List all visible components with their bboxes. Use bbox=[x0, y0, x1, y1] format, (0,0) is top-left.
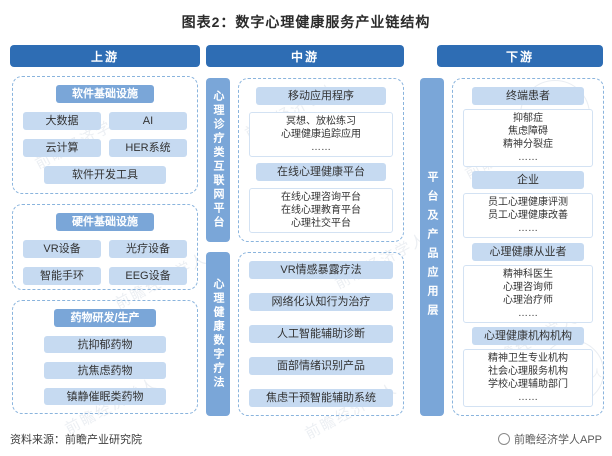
downstream-detail: 精神科医生 心理咨询师 心理治疗师 …… bbox=[463, 264, 593, 323]
downstream-item: 心理健康机构机构 bbox=[472, 326, 584, 345]
group-digital-therapy: VR情感暴露疗法 网络化认知行为治疗 人工智能辅助诊断 面部情绪识别产品 焦虑干… bbox=[238, 252, 404, 416]
downstream-item: 企业 bbox=[472, 171, 584, 190]
midstream-item: 焦虑干预智能辅助系统 bbox=[249, 389, 393, 407]
upstream-item: EEG设备 bbox=[109, 267, 187, 285]
column-header-downstream: 下游 bbox=[437, 45, 603, 67]
group-application-layer: 终端患者 抑郁症 焦虑障碍 精神分裂症 …… 企业 员工心理健康评测 员工心理健… bbox=[452, 78, 604, 416]
qianzhan-logo-icon bbox=[497, 433, 510, 445]
downstream-item: 心理健康从业者 bbox=[472, 242, 584, 261]
upstream-item: AI bbox=[109, 112, 187, 130]
midstream-item: 移动应用程序 bbox=[256, 87, 386, 105]
brand-label: 前瞻经济学人APP bbox=[513, 434, 602, 446]
downstream-item: 终端患者 bbox=[472, 87, 584, 105]
midstream-item: 面部情绪识别产品 bbox=[249, 357, 393, 375]
group-hardware-infrastructure: 硬件基础设施 VR设备 光疗设备 智能手环 EEG设备 bbox=[12, 204, 198, 290]
midstream-detail: 在线心理咨询平台 在线心理教育平台 心理社交平台 bbox=[249, 187, 393, 233]
upstream-item: 云计算 bbox=[23, 139, 101, 157]
upstream-item: 大数据 bbox=[23, 112, 101, 130]
side-label-application-layer: 平台及产品应用层 bbox=[420, 78, 444, 416]
downstream-detail: 员工心理健康评测 员工心理健康改善 …… bbox=[463, 193, 593, 239]
group-header: 硬件基础设施 bbox=[56, 213, 154, 231]
upstream-item: 软件开发工具 bbox=[44, 166, 166, 184]
upstream-item: 光疗设备 bbox=[109, 240, 187, 258]
upstream-item: HER系统 bbox=[109, 139, 187, 157]
group-software-infrastructure: 软件基础设施 大数据 AI 云计算 HER系统 软件开发工具 bbox=[12, 76, 198, 194]
group-header: 软件基础设施 bbox=[56, 85, 154, 103]
midstream-item: VR情感暴露疗法 bbox=[249, 261, 393, 279]
midstream-item: 人工智能辅助诊断 bbox=[249, 325, 393, 343]
upstream-item: 抗抑郁药物 bbox=[44, 336, 166, 353]
source-attribution: 资料来源：前瞻产业研究院 bbox=[10, 434, 142, 446]
upstream-item: 智能手环 bbox=[23, 267, 101, 285]
midstream-item: 网络化认知行为治疗 bbox=[249, 293, 393, 311]
group-drug-development: 药物研发/生产 抗抑郁药物 抗焦虑药物 镇静催眠类药物 bbox=[12, 300, 198, 414]
brand-attribution: 前瞻经济学人APP bbox=[497, 431, 602, 447]
downstream-detail: 精神卫生专业机构 社会心理服务机构 学校心理辅助部门 …… bbox=[463, 348, 593, 407]
side-label-internet-platform: 心理诊疗类互联网平台 bbox=[206, 78, 230, 242]
group-internet-platform: 移动应用程序 冥想、放松练习 心理健康追踪应用 …… 在线心理健康平台 在线心理… bbox=[238, 78, 404, 242]
upstream-item: 抗焦虑药物 bbox=[44, 362, 166, 379]
page-title: 图表2：数字心理健康服务产业链结构 bbox=[181, 14, 431, 30]
column-header-upstream: 上游 bbox=[10, 45, 200, 67]
side-label-digital-therapy: 心理健康数字疗法 bbox=[206, 252, 230, 416]
column-header-midstream: 中游 bbox=[206, 45, 404, 67]
upstream-item: VR设备 bbox=[23, 240, 101, 258]
group-header: 药物研发/生产 bbox=[54, 309, 156, 327]
midstream-item: 在线心理健康平台 bbox=[256, 163, 386, 182]
midstream-detail: 冥想、放松练习 心理健康追踪应用 …… bbox=[249, 111, 393, 157]
downstream-detail: 抑郁症 焦虑障碍 精神分裂症 …… bbox=[463, 109, 593, 168]
upstream-item: 镇静催眠类药物 bbox=[44, 388, 166, 405]
